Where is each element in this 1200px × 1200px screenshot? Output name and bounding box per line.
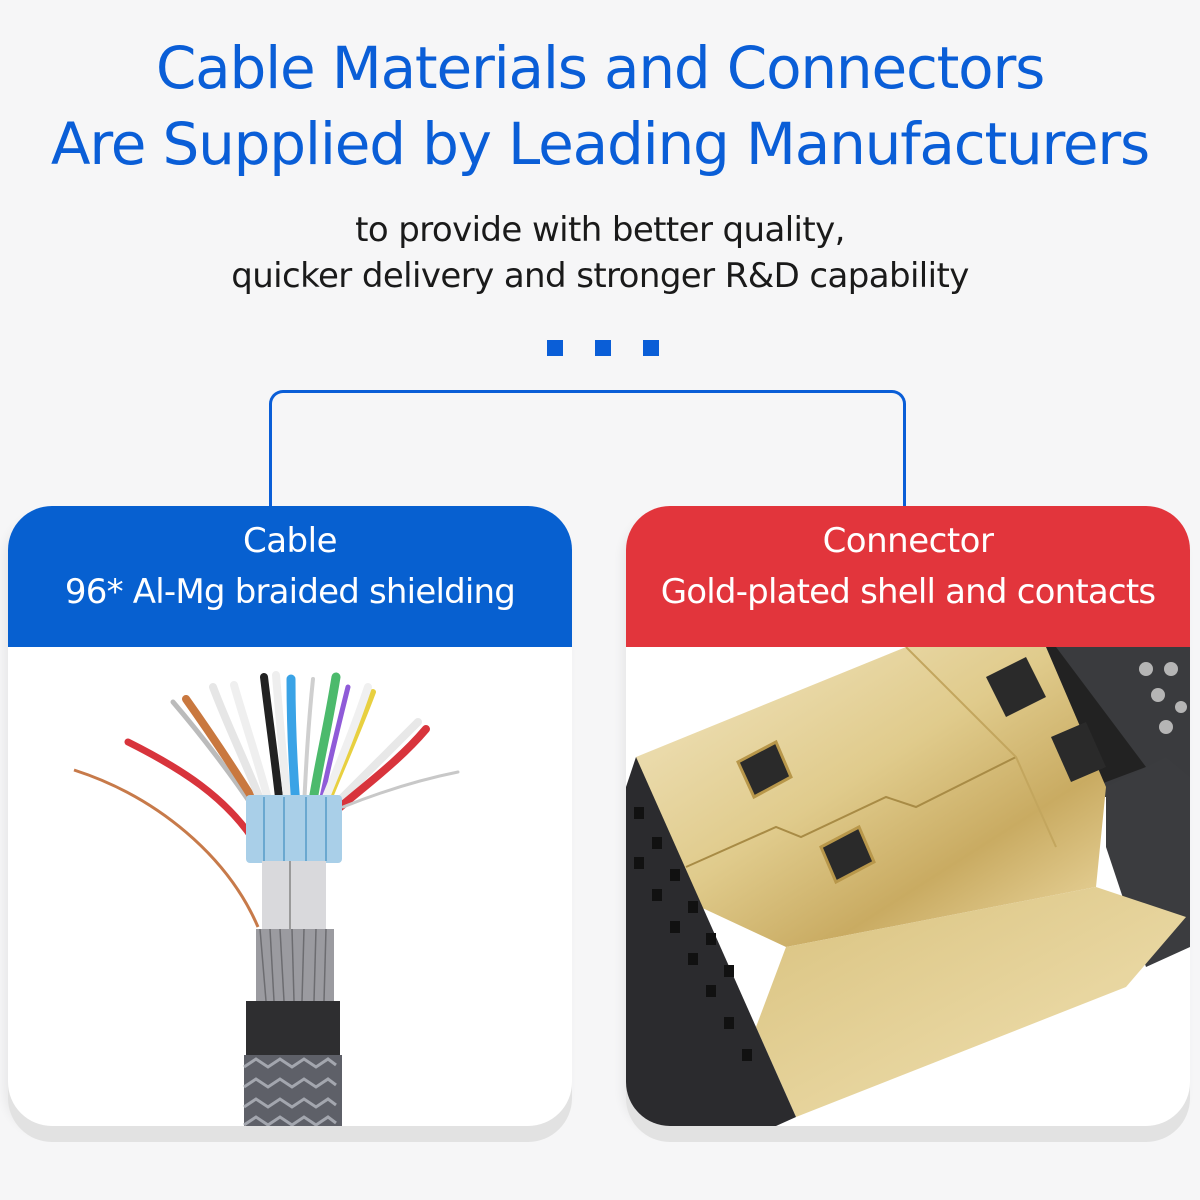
cable-image: [8, 647, 572, 1126]
connector-bracket-line: [269, 390, 906, 510]
cable-card-header: Cable 96* Al-Mg braided shielding: [8, 506, 572, 647]
square-dot-icon: [595, 340, 611, 356]
square-dot-icon: [547, 340, 563, 356]
connector-card: Connector Gold-plated shell and contacts: [626, 506, 1190, 1126]
subtitle-line-1: to provide with better quality,: [355, 210, 845, 250]
square-dot-icon: [643, 340, 659, 356]
title-line-2: Are Supplied by Leading Manufacturers: [50, 110, 1150, 178]
cable-illustration-icon: [73, 671, 460, 1126]
decorative-dots: [547, 340, 659, 356]
cable-card-description: 96* Al-Mg braided shielding: [64, 572, 516, 612]
title-line-1: Cable Materials and Connectors: [155, 34, 1045, 102]
connector-illustration-icon: [626, 647, 1190, 1126]
cable-card: Cable 96* Al-Mg braided shielding: [8, 506, 572, 1126]
connector-card-title: Connector: [822, 521, 994, 561]
subtitle-line-2: quicker delivery and stronger R&D capabi…: [231, 256, 969, 296]
connector-card-description: Gold-plated shell and contacts: [660, 572, 1156, 612]
page-subtitle: to provide with better quality, quicker …: [0, 207, 1200, 299]
cable-card-title: Cable: [242, 521, 338, 561]
page-title: Cable Materials and Connectors Are Suppl…: [0, 30, 1200, 182]
connector-card-header: Connector Gold-plated shell and contacts: [626, 506, 1190, 647]
connector-image: [626, 647, 1190, 1126]
